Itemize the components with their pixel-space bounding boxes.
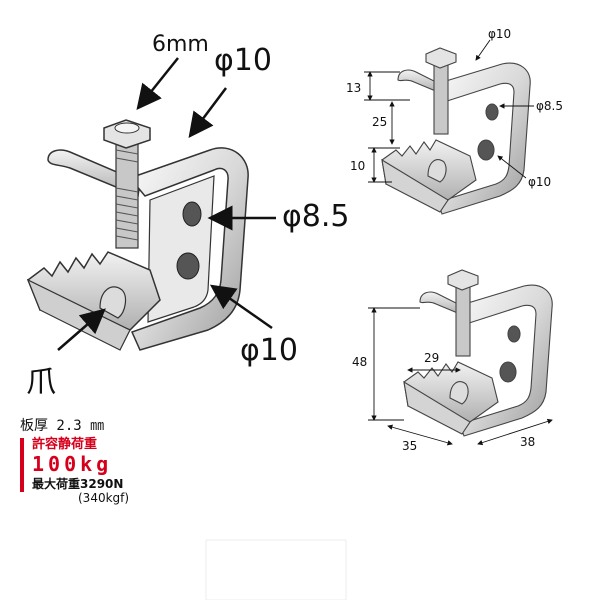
detail-top-phi85: φ8.5 — [536, 99, 563, 113]
plate-thickness: 板厚 2.3 ㎜ — [20, 418, 105, 434]
detail-bottom-dim-48: 48 — [352, 355, 367, 369]
detail-top-clamp — [381, 47, 531, 215]
max-load-kgf: (340kgf) — [78, 490, 130, 505]
detail-top-dims — [364, 39, 534, 183]
hole-phi85-label: φ8.5 — [282, 199, 350, 234]
detail-top-dim-13: 13 — [346, 81, 361, 95]
empty-frame — [205, 539, 347, 600]
hole-phi10-top-label: φ10 — [214, 43, 272, 78]
max-load: 最大荷重3290N — [32, 477, 124, 492]
phi10-top-leader — [188, 87, 227, 138]
detail-top-phi10-bottom: φ10 — [528, 175, 551, 189]
allowable-load-box: 許容静荷重 100kg 最大荷重3290N — [20, 437, 220, 492]
detail-top-dim-10: 10 — [350, 159, 365, 173]
phi10-bottom-leader — [209, 284, 273, 330]
detail-bottom-dim-38: 38 — [520, 435, 535, 449]
claw-leader — [57, 308, 106, 351]
bolt-leader — [136, 57, 179, 110]
claw-label: 爪 — [26, 365, 56, 400]
allowable-load-value: 100kg — [32, 452, 113, 477]
spec-panel: 板厚 2.3 ㎜ 許容静荷重 100kg 最大荷重3290N (340kgf) — [20, 418, 220, 506]
detail-bottom-clamp — [403, 269, 553, 437]
hole-phi10-bottom-label: φ10 — [240, 333, 298, 368]
detail-bottom-dim-35: 35 — [402, 439, 417, 453]
allowable-load-title: 許容静荷重 — [32, 437, 98, 453]
bolt-size-label: 6mm — [152, 32, 209, 57]
main-clamp — [26, 119, 249, 351]
detail-bottom-dim-29: 29 — [424, 351, 439, 365]
detail-bottom-dims — [368, 307, 553, 446]
detail-top-dim-25: 25 — [372, 115, 387, 129]
detail-top-phi10-top: φ10 — [488, 27, 511, 41]
